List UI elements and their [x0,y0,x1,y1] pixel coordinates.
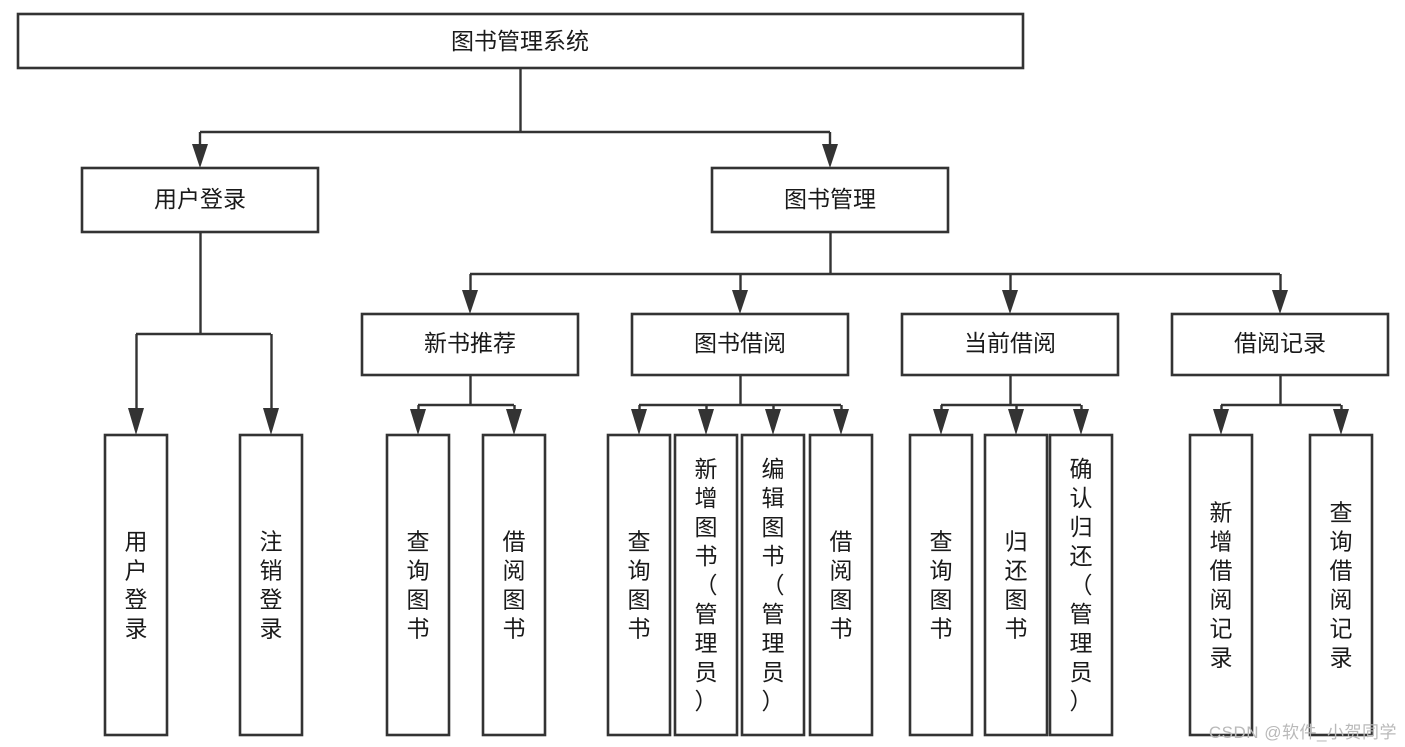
node-user-login[interactable]: 用户登录 [80,166,320,234]
node-borrow-record-box [1170,312,1390,377]
leaf-box-borrow-book-nb [481,433,547,737]
connector-layer [128,68,1349,435]
leaf-box-return-book [983,433,1049,737]
leaf-label-borrow-book-nb: 借阅图书 [503,529,526,642]
arrow-head-borrow-record [1272,290,1288,314]
leaf-node[interactable]: 借阅图书 [481,433,547,737]
node-book-management-box [710,166,950,234]
leaf-node[interactable]: 查询图书 [606,433,672,737]
arrow-head-cb-leaf-1 [933,409,949,435]
leaf-box-edit-book-admin [740,433,806,737]
leaf-label-query-book-nb: 查询图书 [407,529,430,642]
node-book-management-label: 图书管理 [784,186,876,212]
leaf-box-user-login [103,433,169,737]
leaf-box-query-book-bb [606,433,672,737]
arrow-head-cb-leaf-2 [1008,409,1024,435]
arrow-head-user-login [192,144,208,168]
leaf-label-add-book-admin: 新增图书（管理员） [695,456,718,714]
arrow-head-leaf-logout [263,408,279,435]
leaf-node[interactable]: 查询图书 [385,433,451,737]
arrow-head-bb-leaf-4 [833,409,849,435]
arrow-head-new-book [462,290,478,314]
arrow-head-br-leaf-2 [1333,409,1349,435]
arrow-head-book-mgmt [822,144,838,168]
node-borrow-record-label: 借阅记录 [1234,330,1326,356]
leaf-box-query-borrow-record [1308,433,1374,737]
leaf-node[interactable]: 注销登录 [238,433,304,737]
arrow-head-bb-leaf-2 [698,409,714,435]
arrow-head-leaf-user-login [128,408,144,435]
leaf-box-add-borrow-record [1188,433,1254,737]
node-user-login-box [80,166,320,234]
leaf-label-query-borrow-record: 查询借阅记录 [1330,500,1353,671]
leaf-node[interactable]: 新增图书（管理员） [673,433,739,737]
arrow-head-br-leaf-1 [1213,409,1229,435]
node-borrow-record[interactable]: 借阅记录 [1170,312,1390,377]
arrow-head-nb-leaf-2 [506,409,522,435]
leaf-node[interactable]: 编辑图书（管理员） [740,433,806,737]
leaf-label-return-book: 归还图书 [1005,529,1028,642]
leaf-node[interactable]: 确认归还（管理员） [1048,433,1114,737]
arrow-head-nb-leaf-1 [410,409,426,435]
leaf-node[interactable]: 借阅图书 [808,433,874,737]
leaf-label-logout: 注销登录 [260,529,283,642]
arrow-head-bb-leaf-3 [765,409,781,435]
leaf-node[interactable]: 归还图书 [983,433,1049,737]
node-new-book-recommend-label: 新书推荐 [424,330,516,356]
node-root-label: 图书管理系统 [451,28,589,54]
leaf-box-query-book-nb [385,433,451,737]
leaf-box-query-book-cb [908,433,974,737]
node-current-borrow-box [900,312,1120,377]
node-new-book-recommend[interactable]: 新书推荐 [360,312,580,377]
leaf-box-confirm-return-admin [1048,433,1114,737]
arrow-head-bb-leaf-1 [631,409,647,435]
node-current-borrow[interactable]: 当前借阅 [900,312,1120,377]
leaf-box-add-book-admin [673,433,739,737]
node-book-borrow-box [630,312,850,377]
leaf-node[interactable]: 新增借阅记录 [1188,433,1254,737]
node-book-management[interactable]: 图书管理 [710,166,950,234]
node-root[interactable]: 图书管理系统 [16,12,1025,70]
leaf-node[interactable]: 用户登录 [103,433,169,737]
arrow-head-current-borrow [1002,290,1018,314]
leaf-box-borrow-book-bb [808,433,874,737]
leaf-label-add-borrow-record: 新增借阅记录 [1210,500,1233,671]
leaf-label-edit-book-admin: 编辑图书（管理员） [762,456,785,714]
arrow-head-cb-leaf-3 [1073,409,1089,435]
arrow-head-book-borrow [732,290,748,314]
leaf-label-user-login: 用户登录 [125,529,148,642]
node-book-borrow-label: 图书借阅 [694,330,786,356]
leaf-label-query-book-cb: 查询图书 [930,529,953,642]
node-new-book-recommend-box [360,312,580,377]
node-book-borrow[interactable]: 图书借阅 [630,312,850,377]
leaf-nodes-layer: 用户登录 注销登录 查询图书 借阅图书 查询图书 新增图书（管理员） 编辑图书（… [103,433,1374,737]
leaf-label-query-book-bb: 查询图书 [628,529,651,642]
leaf-label-confirm-return-admin: 确认归还（管理员） [1070,456,1093,714]
node-user-login-label: 用户登录 [154,186,246,212]
leaf-label-borrow-book-bb: 借阅图书 [830,529,853,642]
leaf-node[interactable]: 查询借阅记录 [1308,433,1374,737]
node-current-borrow-label: 当前借阅 [964,330,1056,356]
node-root-box [16,12,1025,70]
leaf-node[interactable]: 查询图书 [908,433,974,737]
leaf-box-logout [238,433,304,737]
